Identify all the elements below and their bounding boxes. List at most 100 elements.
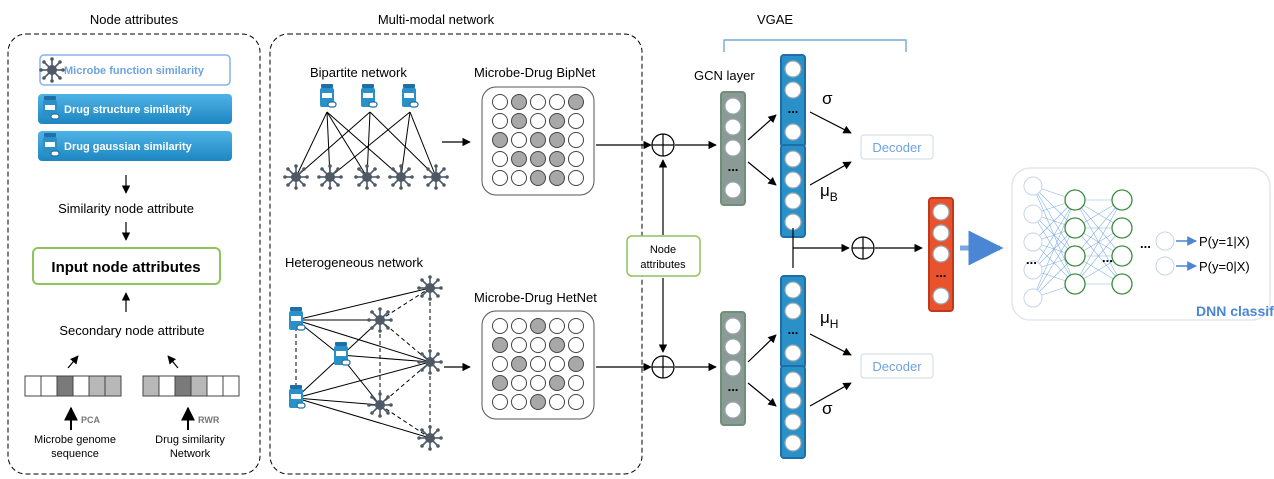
microbe-icon [387,163,415,191]
arrow [67,355,79,369]
node-attributes-label-2: attributes [640,259,686,271]
node-attributes-panel [7,33,261,475]
matrix-cell-filled [492,375,508,391]
dnn-edge [1074,227,1123,285]
bipnet-matrix-cells [492,94,584,186]
matrix-cell-filled [568,356,584,372]
matrix-cell-filled [511,113,527,129]
matrix-cell-empty [549,394,565,410]
ellipsis: ... [728,159,739,174]
ellipsis: ... [936,265,947,280]
microbe-icon [316,163,344,191]
dnn-hidden-neuron [1064,245,1086,267]
drug-structure-box [38,94,232,124]
matrix-cell-empty [549,94,565,110]
microbe-genome-label-1: Microbe genome [34,434,116,446]
neuron [932,245,950,263]
ellipsis: ... [1140,236,1151,251]
plus-operator-concat [851,236,875,260]
bipartite-network-label: Bipartite network [310,65,407,80]
dnn-edge [1074,199,1123,285]
drug-icon [288,384,306,409]
neuron [724,338,742,356]
drug-icon [319,83,337,108]
neuron [724,97,742,115]
drug-similarity-label-1: Drug similarity [155,434,225,446]
bipnet-label: Microbe-Drug BipNet [474,65,596,80]
neuron [932,287,950,305]
section-title-node-attributes: Node attributes [90,12,179,27]
matrix-cell-empty [568,375,584,391]
ellipsis: ... [788,322,799,337]
neuron [784,192,802,210]
dnn-edge [1032,199,1076,271]
ellipsis: ... [1102,250,1113,265]
p-positive-label: P(y=1|X) [1199,234,1250,249]
gcn-layer-label: GCN layer [694,68,755,83]
dnn-input-neuron [1023,260,1043,280]
drug-icon [401,83,419,108]
drug-gaussian-label: Drug gaussian similarity [64,141,193,153]
decoder-top-label: Decoder [872,140,922,155]
neuron [784,60,802,78]
neuron [784,213,802,231]
drug-gaussian-box [38,131,232,161]
drug-feature-vector [142,375,240,397]
matrix-cell-filled [511,151,527,167]
neuron [932,224,950,242]
dnn-hidden-neuron [1064,217,1086,239]
matrix-cell-empty [568,318,584,334]
dnn-classifier-title: DNN classifier [1196,303,1274,319]
hetero-dashed-edges [295,287,431,439]
ellipsis: ... [728,379,739,394]
microbe-icon [38,56,66,84]
matrix-cell-empty [530,94,546,110]
hetnet-label: Microbe-Drug HetNet [474,290,597,305]
matrix-cell-empty [492,356,508,372]
matrix-cell-filled [549,151,565,167]
dnn-hidden-neuron [1064,189,1086,211]
dnn-input-neuron [1023,288,1043,308]
matrix-cell-empty [492,113,508,129]
matrix-cell-empty [492,94,508,110]
neuron [784,171,802,189]
sigma-vector-bottom [780,365,806,459]
matrix-cell-empty [492,170,508,186]
node-attributes-label-1: Node [650,244,676,256]
dnn-input-neuron [1023,204,1043,224]
microbe-icon [416,424,444,452]
dnn-output-neuron [1155,256,1175,276]
arrow [167,355,179,369]
microbe-function-label: Microbe function similarity [64,65,205,77]
decoder-bottom-label: Decoder [872,359,922,374]
matrix-cell-empty [511,132,527,148]
microbe-icon [366,391,394,419]
matrix-cell-empty [549,318,565,334]
ellipsis: ... [788,101,799,116]
neuron [784,81,802,99]
matrix-cell-filled [511,356,527,372]
plus-operator-bottom [651,355,675,379]
matrix-cell-empty [530,113,546,129]
dnn-input-neuron [1023,232,1043,252]
microbe-icon [422,163,450,191]
decoder-bottom-box [860,353,934,379]
matrix-cell-filled [530,394,546,410]
mu-h-label: μH [820,308,838,331]
matrix-cell-empty [511,170,527,186]
matrix-cell-empty [530,356,546,372]
multimodal-panel [269,33,643,475]
dnn-network [1023,176,1175,308]
ellipsis: ... [1026,252,1037,267]
microbe-icon [366,306,394,334]
matrix-cell-filled [530,132,546,148]
matrix-cell-filled [549,375,565,391]
neuron [724,118,742,136]
pca-label: PCA [81,415,101,425]
neuron [724,181,742,199]
section-title-vgae: VGAE [757,12,793,27]
neuron [724,317,742,335]
matrix-cell-empty [568,170,584,186]
dnn-hidden-neuron [1111,217,1133,239]
